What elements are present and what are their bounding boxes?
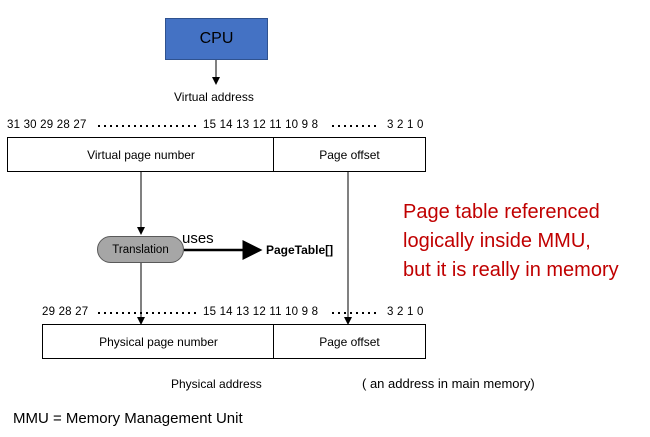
mmu-note: Page table referenced logically inside M… xyxy=(403,198,619,285)
virtual-bits-low: 3 2 1 0 xyxy=(387,119,424,131)
translation-box: Translation xyxy=(97,236,184,263)
physical-address-label: Physical address xyxy=(171,377,262,391)
virtual-page-number-label: Virtual page number xyxy=(87,147,195,162)
virtual-page-offset-box: Page offset xyxy=(273,137,426,172)
uses-label: uses xyxy=(182,230,214,247)
physical-page-offset-box: Page offset xyxy=(273,324,426,359)
note-line-2: logically inside MMU, xyxy=(403,230,591,252)
cpu-box: CPU xyxy=(165,18,268,60)
physical-bits-mid: 15 14 13 12 11 10 9 8 xyxy=(203,306,319,318)
note-line-1: Page table referenced xyxy=(403,201,600,223)
physical-page-offset-label: Page offset xyxy=(319,334,380,349)
virtual-page-offset-label: Page offset xyxy=(319,147,380,162)
physical-page-number-box: Physical page number xyxy=(42,324,275,359)
page-table-label: PageTable[] xyxy=(266,243,334,257)
note-line-3: but it is really in memory xyxy=(403,259,619,281)
physical-bits-low: 3 2 1 0 xyxy=(387,306,424,318)
virtual-address-label: Virtual address xyxy=(174,90,254,104)
physical-page-number-label: Physical page number xyxy=(99,334,218,349)
virtual-page-number-box: Virtual page number xyxy=(7,137,275,172)
footer-definition: MMU = Memory Management Unit xyxy=(13,410,243,427)
main-memory-note: ( an address in main memory) xyxy=(362,376,535,391)
physical-bits-high: 29 28 27 xyxy=(42,306,89,318)
cpu-label: CPU xyxy=(199,30,234,47)
virtual-bits-mid: 15 14 13 12 11 10 9 8 xyxy=(203,119,319,131)
virtual-bits-high: 31 30 29 28 27 xyxy=(7,119,87,131)
translation-label: Translation xyxy=(112,243,169,256)
